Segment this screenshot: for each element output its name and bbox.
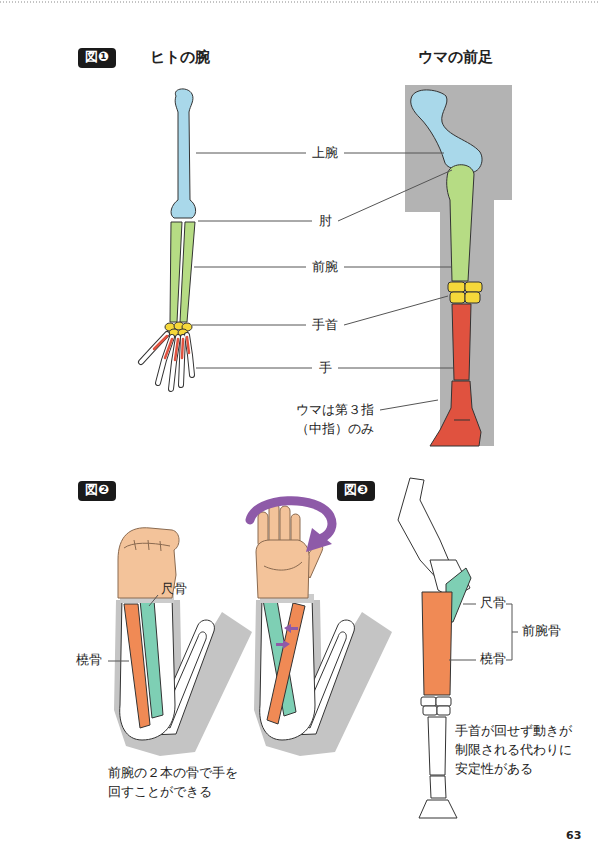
horse-leg <box>411 90 482 446</box>
part-name: 手首 <box>295 316 355 335</box>
note: 手首が回せず動きが制限される代わりに安定性がある <box>455 722 577 779</box>
figure-badge: 図❶ <box>78 48 116 68</box>
figure-badge: 図❸ <box>337 481 375 501</box>
part-name: 肘 <box>295 212 355 231</box>
bone-name: 尺骨 <box>161 580 187 599</box>
bone-name: 尺骨 <box>480 594 506 613</box>
leader-lines <box>192 153 453 410</box>
bone-name: 橈骨 <box>76 651 102 670</box>
part-name: 上腕 <box>295 144 355 163</box>
heading: ウマの前足 <box>418 48 493 68</box>
note: 前腕の２本の骨で手を回すことができる <box>108 764 244 802</box>
forearm-pronation-left <box>114 528 252 756</box>
forearm-pronation-right <box>254 503 392 756</box>
heading: ヒトの腕 <box>150 48 210 68</box>
shadow-panel <box>405 85 512 446</box>
note: ウマは第３指（中指）のみ <box>296 401 378 439</box>
page-number: 63 <box>566 828 581 844</box>
human-arm <box>165 89 196 337</box>
badge-text: 図❶ <box>85 49 109 64</box>
badge-text: 図❷ <box>85 482 109 497</box>
leader-lines-fig2 <box>108 595 158 661</box>
group-name: 前腕骨 <box>522 622 561 641</box>
human-hand <box>141 334 192 389</box>
part-name: 手 <box>295 359 355 378</box>
part-name: 前腕 <box>295 258 355 277</box>
bone-name: 橈骨 <box>480 650 506 669</box>
badge-text: 図❸ <box>344 482 368 497</box>
rotation-arrow <box>250 501 332 649</box>
top-rule <box>0 2 600 3</box>
figure-badge: 図❷ <box>78 481 116 501</box>
